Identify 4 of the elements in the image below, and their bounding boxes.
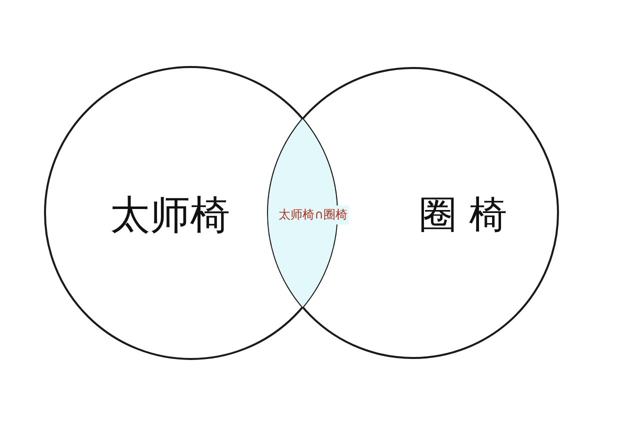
set-label: 太师椅 xyxy=(110,192,230,240)
set-label: 圈 椅 xyxy=(418,192,508,238)
intersection-label: 太师椅∩圈椅 xyxy=(278,205,348,224)
set-circle xyxy=(267,67,559,359)
